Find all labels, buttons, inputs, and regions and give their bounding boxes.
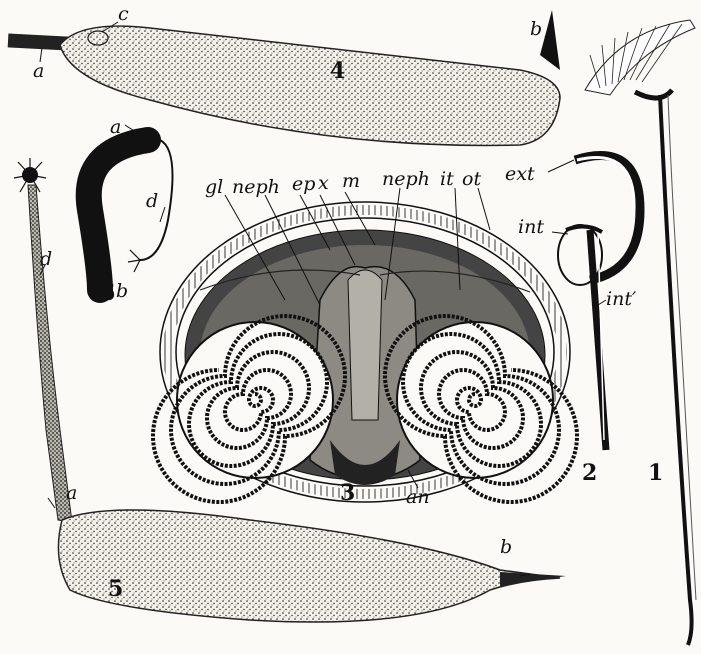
label-fig5-b: b: [500, 538, 512, 557]
figure-number-5: 5: [108, 578, 123, 600]
label-fig3-m: m: [342, 172, 360, 191]
figure-3-drawing: [153, 202, 577, 502]
label-fig5-a: a: [66, 484, 77, 503]
figure-number-4: 4: [330, 60, 345, 82]
figure-4-drawing: [8, 10, 560, 145]
label-fig2-int: int: [518, 218, 544, 237]
figure-number-3: 3: [340, 482, 355, 504]
label-fig4-b: b: [530, 20, 542, 39]
figure-number-1: 1: [648, 462, 663, 484]
figure-number-2: 2: [582, 462, 597, 484]
label-fig3-x: x: [318, 174, 329, 193]
label-fig3-an: an: [406, 488, 430, 507]
label-fig2-ext: ext: [505, 165, 535, 184]
label-fig2-int-prime: int′: [606, 290, 636, 309]
label-fig4-c: c: [118, 5, 129, 24]
label-fig5-d: d: [40, 250, 52, 269]
label-fig3-gl: gl: [205, 178, 223, 197]
label-fig6-b: b: [116, 282, 128, 301]
figure-6-drawing: [89, 140, 173, 290]
label-fig3-ep: ep: [292, 175, 315, 194]
label-fig6-a: a: [110, 118, 121, 137]
label-fig3-neph-left: neph: [232, 178, 280, 197]
label-fig6-d: d: [146, 192, 158, 211]
label-fig3-ot: ot: [462, 170, 481, 189]
label-fig3-neph-right: neph: [382, 170, 430, 189]
figure-number-6: 6: [100, 282, 115, 304]
label-fig4-a: a: [33, 62, 44, 81]
figure-1-drawing: [585, 20, 696, 645]
label-fig3-it: it: [440, 170, 454, 189]
